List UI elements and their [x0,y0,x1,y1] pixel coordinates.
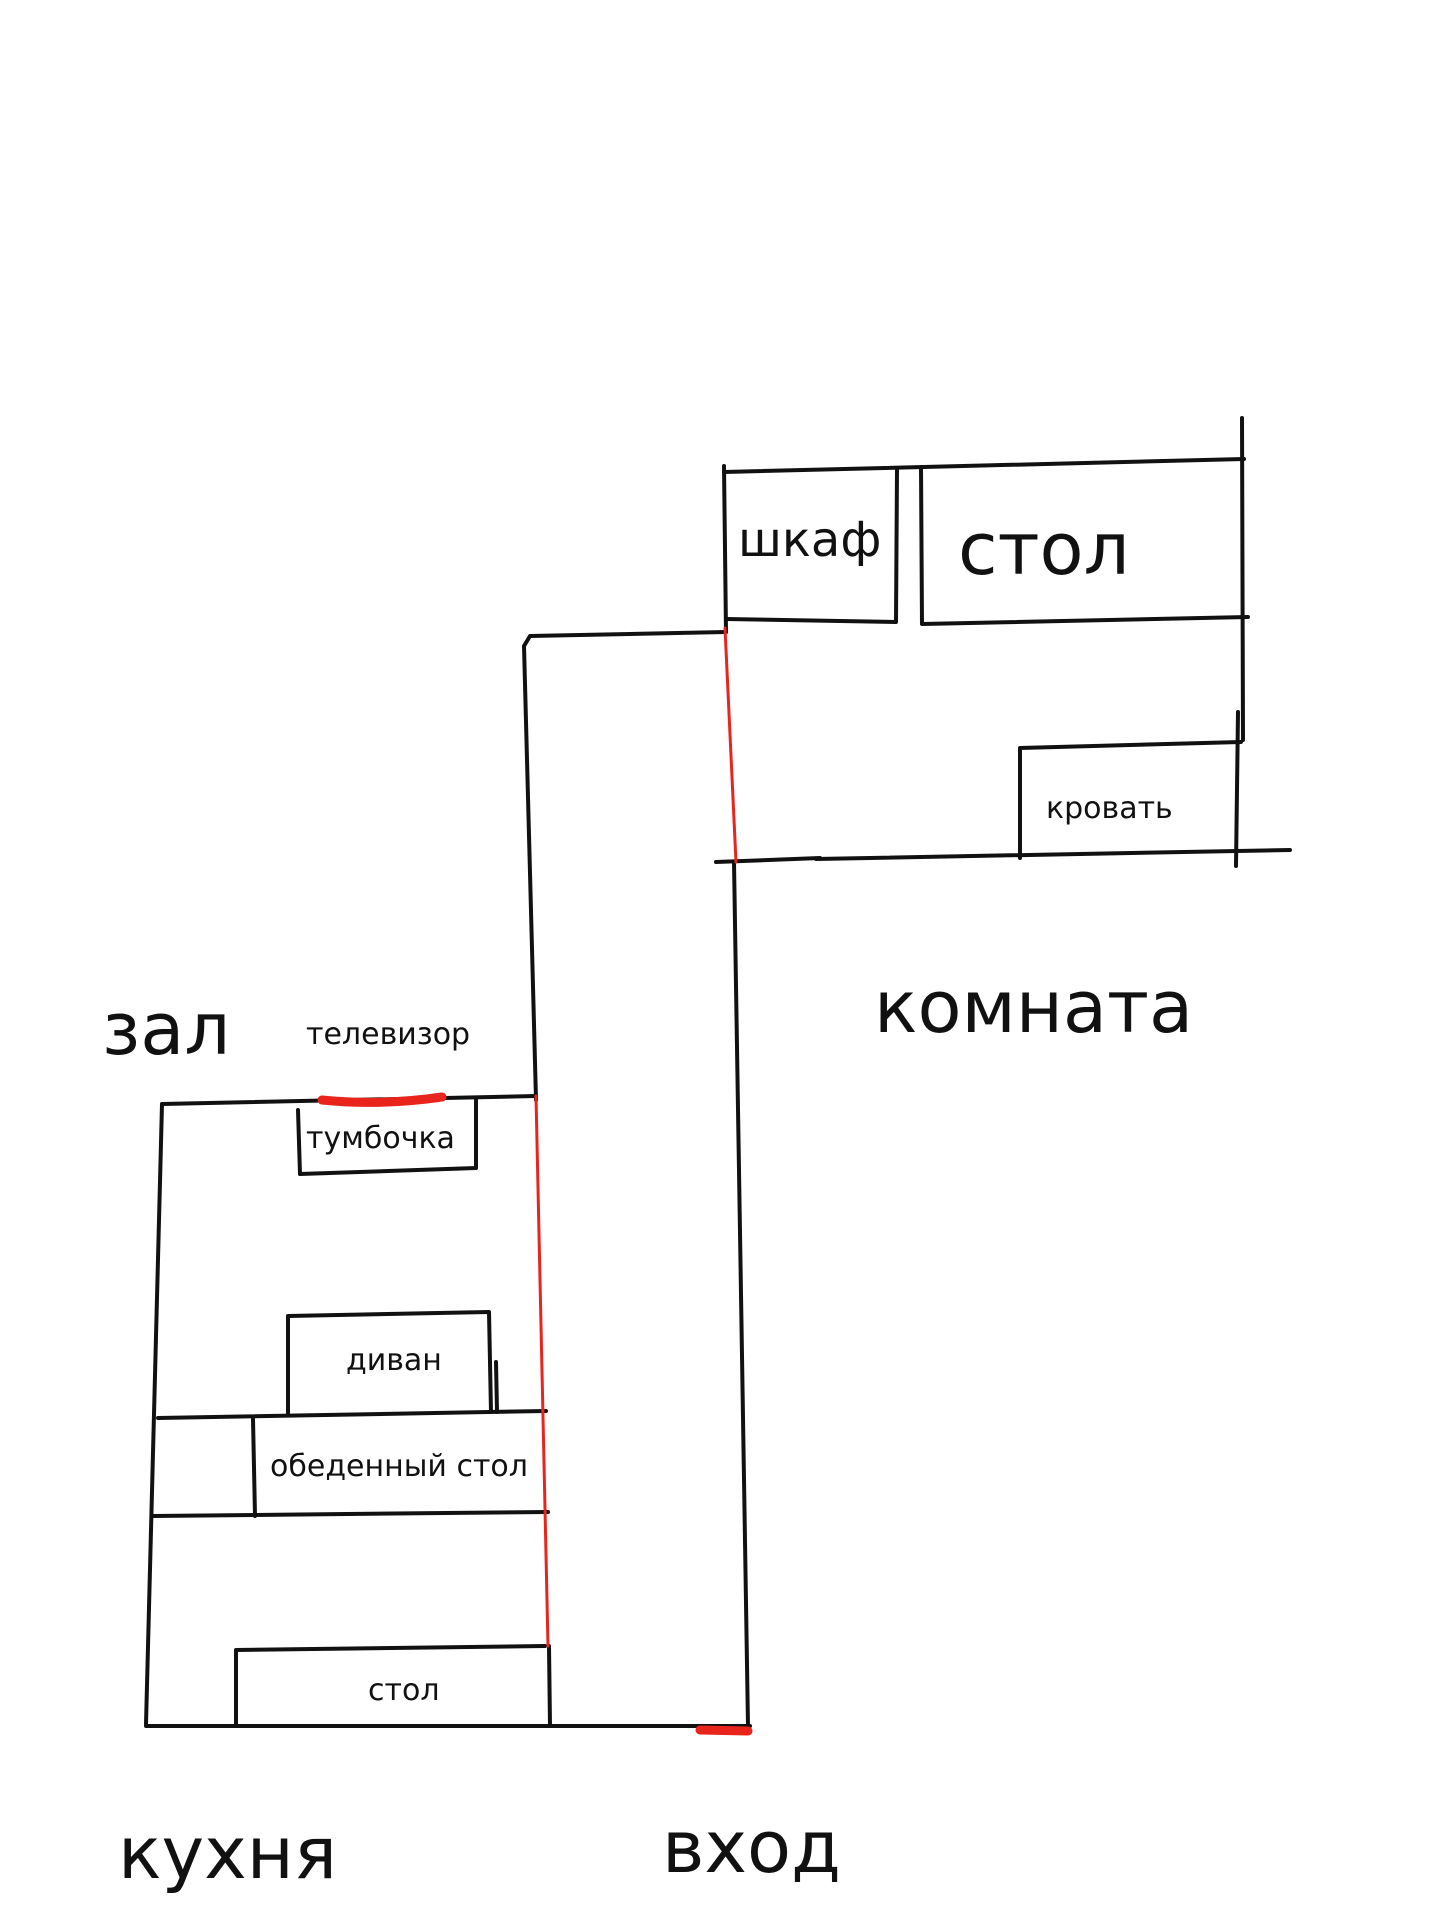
corridor-walls [522,630,750,1728]
nightstand-label: тумбочка [306,1121,455,1156]
sofa-label: диван [346,1343,442,1378]
red-markings [317,626,753,1736]
entrance-label: вход [662,1805,841,1889]
hall-label: зал [102,987,230,1071]
dining-table-label: обеденный стол [270,1449,528,1484]
tv-mark [317,1092,447,1107]
wardrobe-label: шкаф [738,512,881,568]
bed-label: кровать [1046,791,1173,826]
desk-label: стол [958,507,1130,591]
entrance-mark [695,1725,753,1736]
bedroom-walls [714,416,1292,868]
hall-kitchen-walls [144,1094,752,1728]
tv-label: телевизор [306,1017,470,1052]
kitchen-label: кухня [118,1811,337,1895]
room-label: комната [874,965,1193,1049]
kitchen-table-label: стол [368,1673,440,1708]
